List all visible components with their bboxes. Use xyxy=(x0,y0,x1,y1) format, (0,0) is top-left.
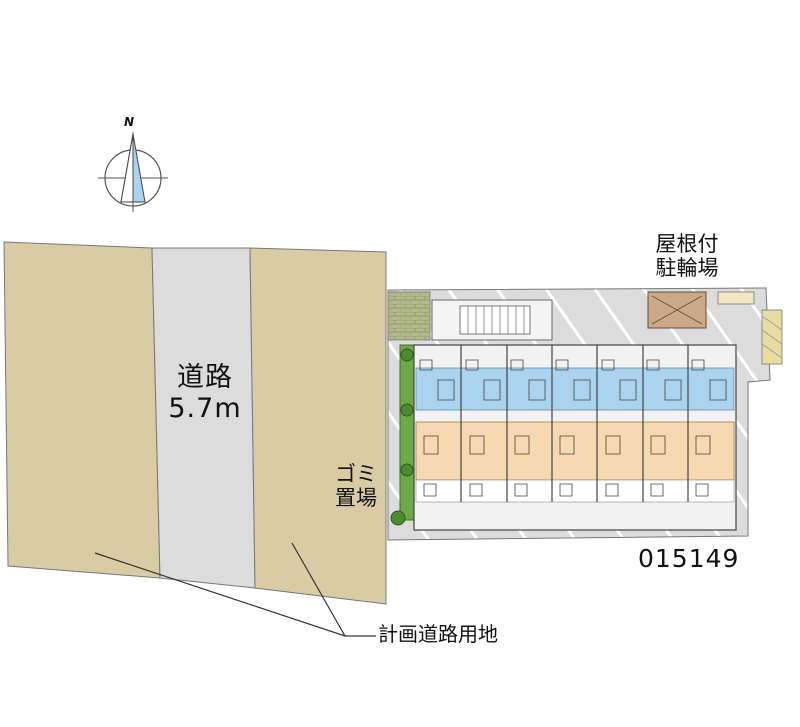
apartment-building xyxy=(413,344,737,531)
road-name: 道路 xyxy=(177,362,233,393)
leader-line-left xyxy=(94,552,346,637)
planned-road-land-left xyxy=(3,241,161,579)
garbage-line2: 置場 xyxy=(335,486,377,511)
bicycle-line2: 駐輪場 xyxy=(655,256,719,281)
bicycle-line1: 屋根付 xyxy=(655,232,719,256)
leader-line-right xyxy=(291,542,376,637)
garbage-area-label: ゴミ 置場 xyxy=(326,462,386,510)
planned-road-land-right xyxy=(249,247,387,605)
brick-area xyxy=(387,291,431,341)
bicycle-shed xyxy=(647,291,707,329)
garbage-line1: ゴミ xyxy=(335,462,377,486)
road-width: 5.7m xyxy=(168,393,242,425)
road-label: 道路 5.7m xyxy=(150,362,260,424)
planned-road-label: 計画道路用地 xyxy=(378,622,498,646)
north-label: N xyxy=(124,115,135,129)
north-compass-icon xyxy=(98,132,168,212)
property-code: 015149 xyxy=(638,544,740,573)
bicycle-parking-label: 屋根付 駐輪場 xyxy=(632,232,742,280)
hedge xyxy=(399,344,415,521)
